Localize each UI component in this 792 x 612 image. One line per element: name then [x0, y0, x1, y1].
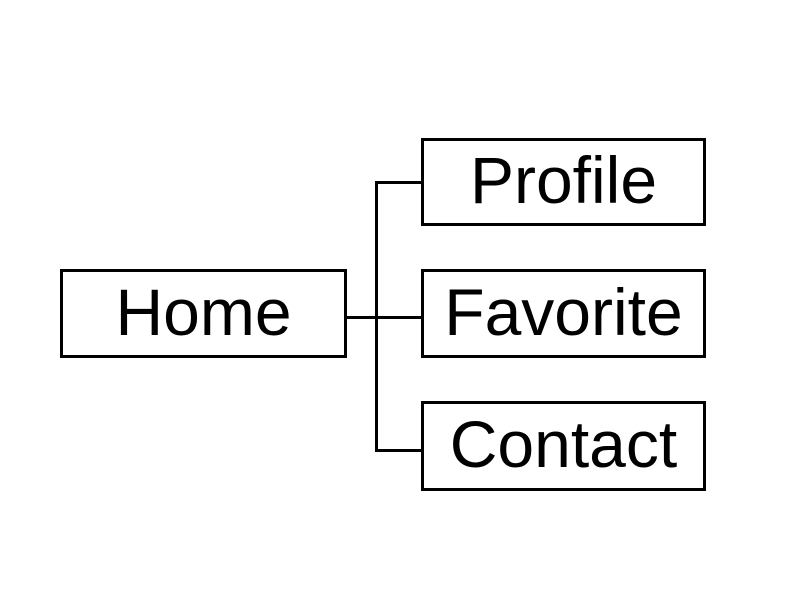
node-contact-label: Contact — [449, 407, 678, 481]
node-home-label: Home — [115, 274, 292, 349]
node-profile[interactable]: Profile — [421, 138, 706, 226]
node-home[interactable]: Home — [60, 269, 347, 358]
connector-home-favorite — [347, 316, 421, 319]
node-favorite[interactable]: Favorite — [421, 269, 706, 358]
node-profile-label: Profile — [469, 143, 658, 217]
connector-trunk-vertical — [375, 181, 378, 452]
node-favorite-label: Favorite — [444, 274, 683, 349]
connector-trunk-profile — [375, 181, 421, 184]
connector-trunk-contact — [375, 449, 421, 452]
node-contact[interactable]: Contact — [421, 401, 706, 491]
